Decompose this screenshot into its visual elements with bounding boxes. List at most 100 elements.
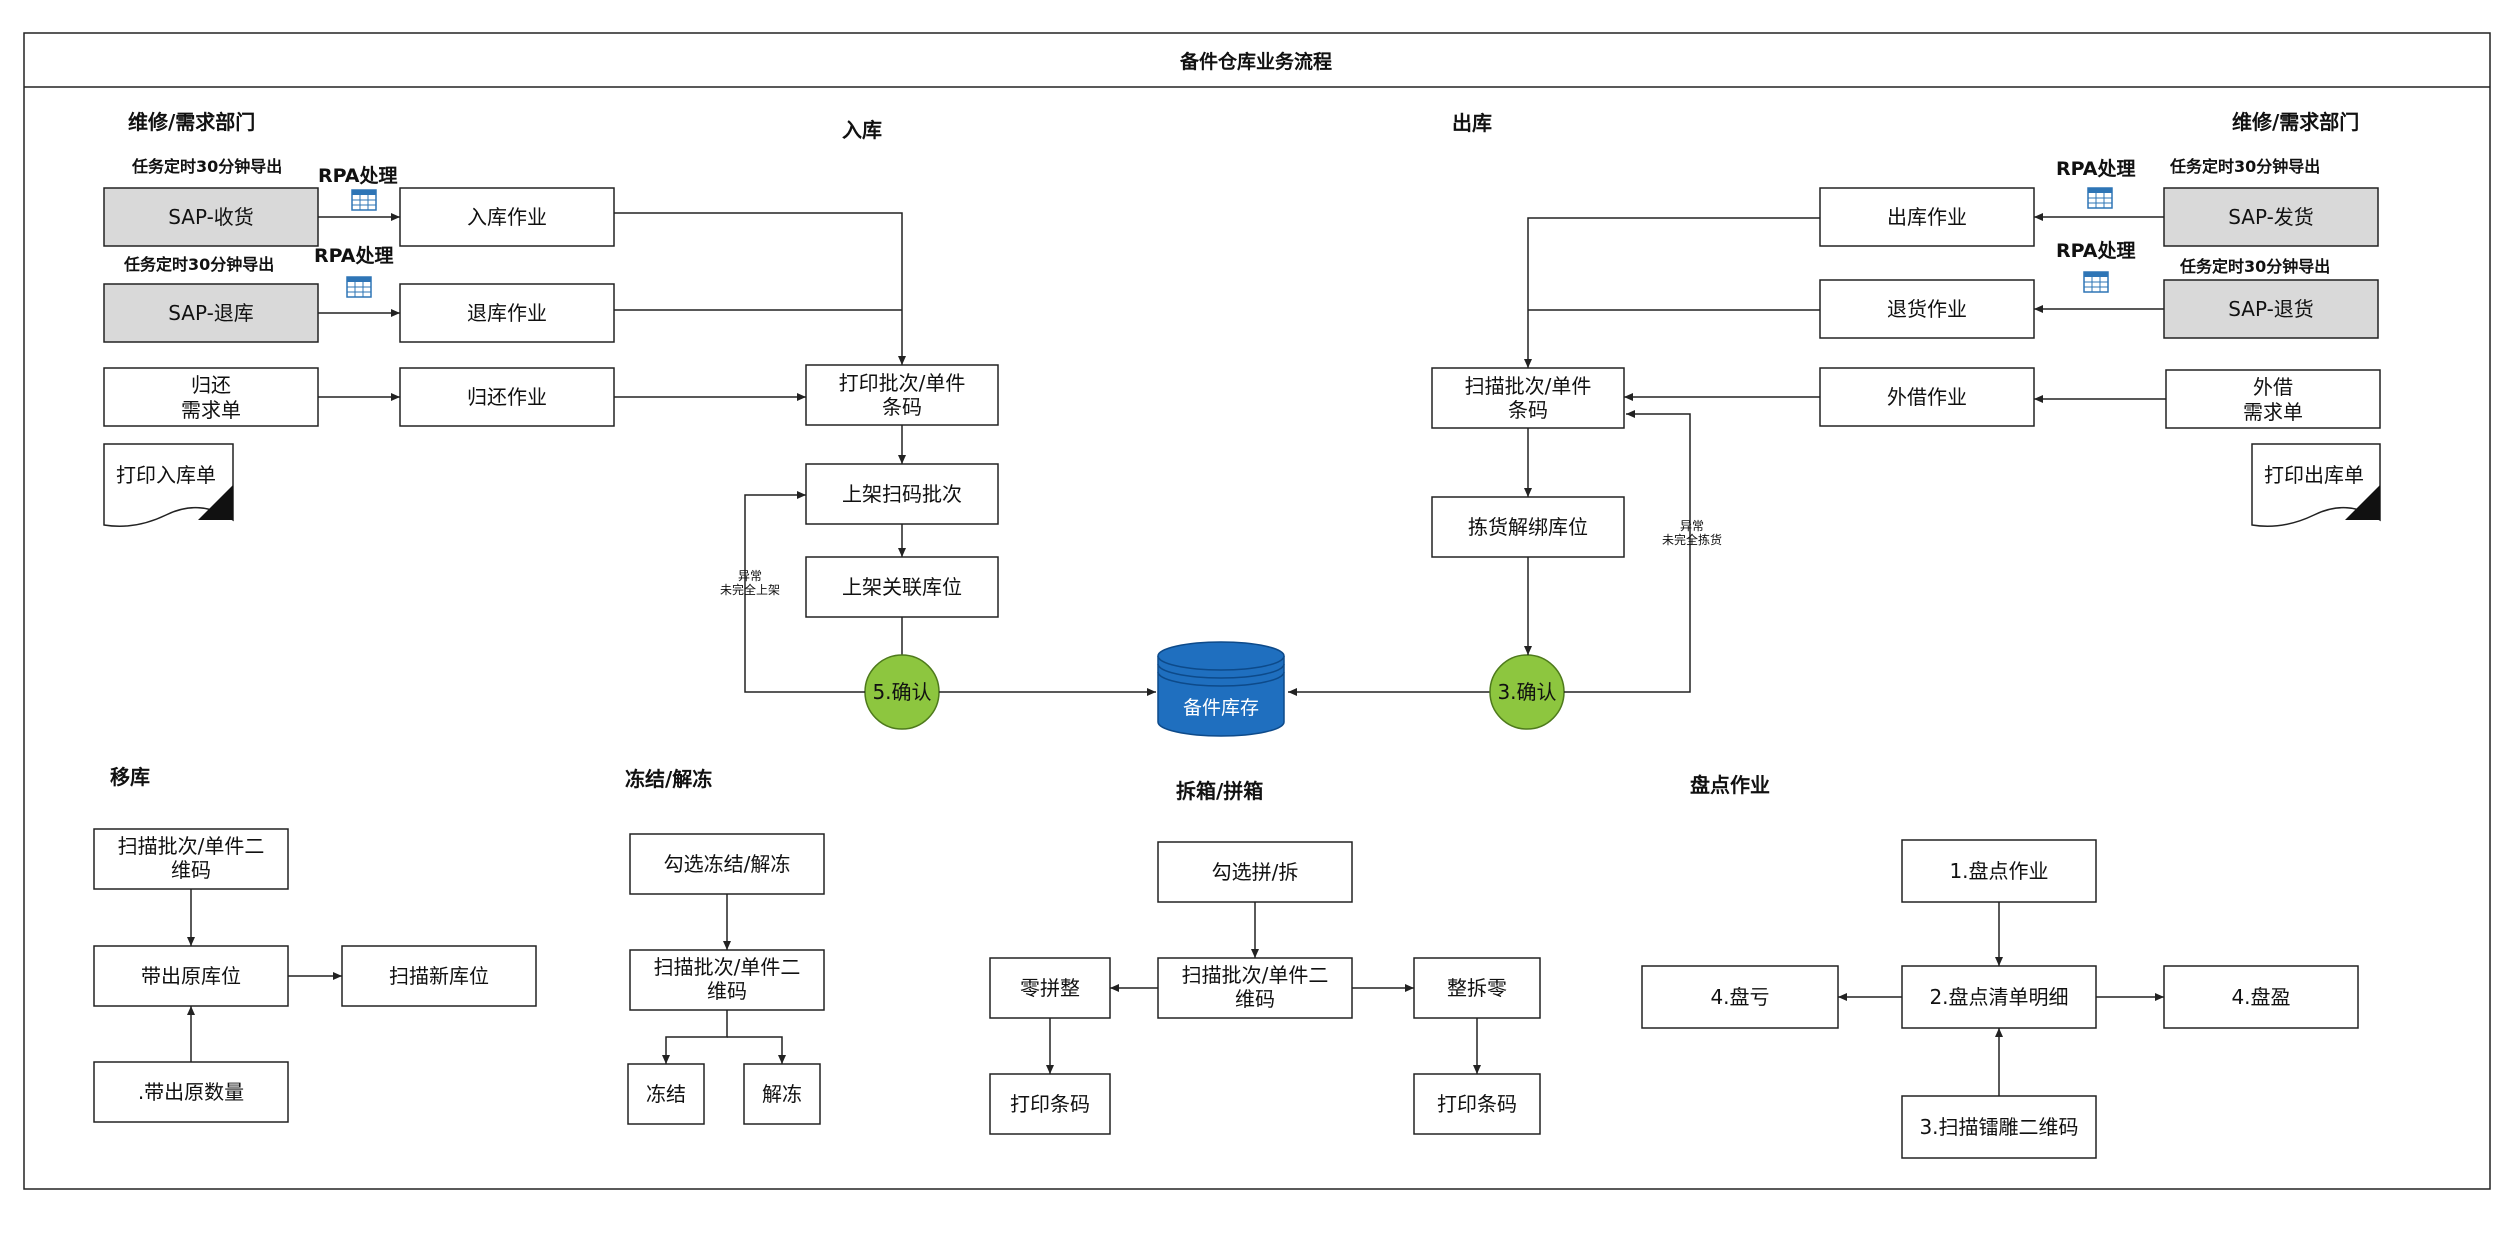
unfreeze-box (743, 1063, 821, 1125)
return-op-box (399, 367, 615, 427)
split-select-label: 勾选拼/拆 (1212, 860, 1299, 884)
move-scan-box (93, 828, 289, 890)
print-code-right-label: 打印条码 (1437, 1092, 1517, 1116)
scan-barcode-label-2: 条码 (1508, 398, 1548, 422)
table-icon (346, 276, 372, 298)
task-export-note-4: 任务定时30分钟导出 (2179, 257, 2330, 276)
rpa-label-4: RPA处理 (2056, 239, 2136, 262)
inv-scan-label: 3.扫描镭雕二维码 (1919, 1115, 2078, 1139)
freeze-scan-label-2: 维码 (707, 979, 747, 1003)
return-goods-op-box (1819, 279, 2035, 339)
section-inventory: 盘点作业 (1690, 773, 1770, 797)
freeze-label: 冻结 (646, 1082, 686, 1106)
rpa-label-1: RPA处理 (318, 164, 398, 187)
exception-left-2: 未完全上架 (720, 582, 780, 597)
confirm3-label: 3.确认 (1497, 680, 1556, 704)
print-barcode-box (805, 364, 999, 426)
split-scan-box (1157, 957, 1353, 1019)
scan-barcode-label-1: 扫描批次/单件 (1465, 374, 1592, 398)
arrow (744, 491, 865, 693)
task-export-note-2: 任务定时30分钟导出 (123, 255, 274, 274)
split-select-box (1157, 841, 1353, 903)
arrow (727, 1036, 786, 1064)
section-move: 移库 (110, 765, 150, 789)
rpa-label-3: RPA处理 (2056, 157, 2136, 180)
move-new-box (341, 945, 537, 1007)
inv-gain-label: 4.盘盈 (2231, 985, 2290, 1009)
task-export-note-3: 任务定时30分钟导出 (2169, 157, 2320, 176)
sap-ship-box (2163, 187, 2379, 247)
arrow (1524, 217, 1820, 368)
arrow (662, 1010, 728, 1064)
borrow-op-label: 外借作业 (1887, 385, 1967, 409)
scan-barcode-box (1431, 367, 1625, 429)
database-label: 备件库存 (1183, 697, 1259, 719)
print-code-left-box (989, 1073, 1111, 1135)
exception-left-1: 异常 (738, 569, 762, 583)
arrow (614, 212, 906, 365)
move-scan-label-2: 维码 (171, 858, 211, 882)
move-qty-box (93, 1061, 289, 1123)
merge-box (989, 957, 1111, 1019)
shelf-scan-box (805, 463, 999, 525)
unfreeze-label: 解冻 (762, 1082, 802, 1106)
split-scan-label-2: 维码 (1235, 987, 1275, 1011)
shelf-link-label: 上架关联库位 (842, 575, 962, 599)
borrow-request-box (2165, 369, 2381, 429)
move-new-label: 扫描新库位 (389, 964, 489, 988)
section-split: 拆箱/拼箱 (1176, 779, 1263, 803)
print-code-right-box (1413, 1073, 1541, 1135)
pick-unbind-label: 拣货解绑库位 (1468, 515, 1588, 539)
sap-return-goods-label: SAP-退货 (2228, 297, 2314, 321)
freeze-select-label: 勾选冻结/解冻 (664, 852, 791, 876)
move-qty-label: .带出原数量 (138, 1080, 244, 1104)
inv-op-label: 1.盘点作业 (1949, 859, 2048, 883)
move-scan-label-1: 扫描批次/单件二 (118, 834, 265, 858)
freeze-scan-box (629, 949, 825, 1011)
borrow-request-label-1: 外借 (2253, 375, 2293, 399)
return-op-label: 归还作业 (467, 385, 547, 409)
shelf-scan-label: 上架扫码批次 (842, 482, 962, 506)
return-request-label-1: 归还 (191, 373, 231, 397)
sap-receive-box (103, 187, 319, 247)
sap-receive-label: SAP-收货 (168, 205, 254, 229)
return-stock-op-label: 退库作业 (467, 301, 547, 325)
outbound-op-box (1819, 187, 2035, 247)
database-icon (1157, 641, 1285, 737)
merge-label: 零拼整 (1020, 976, 1080, 1000)
exception-right-2: 未完全拣货 (1662, 532, 1722, 547)
inv-scan-box (1901, 1095, 2097, 1159)
inbound-op-label: 入库作业 (467, 205, 547, 229)
section-left-dept: 维修/需求部门 (128, 110, 255, 134)
arrow (1564, 410, 1691, 693)
move-take-label: 带出原库位 (141, 964, 241, 988)
inv-loss-label: 4.盘亏 (1710, 985, 1769, 1009)
sap-return-stock-box (103, 283, 319, 343)
section-outbound: 出库 (1452, 111, 1492, 135)
borrow-request-label-2: 需求单 (2243, 400, 2303, 424)
freeze-scan-label-1: 扫描批次/单件二 (654, 955, 801, 979)
section-inbound: 入库 (842, 118, 882, 142)
outbound-op-label: 出库作业 (1887, 205, 1967, 229)
table-icon (351, 189, 377, 211)
return-request-box (103, 367, 319, 427)
section-freeze: 冻结/解冻 (625, 767, 712, 791)
inv-op-box (1901, 839, 2097, 903)
document-icon (103, 443, 234, 527)
section-right-dept: 维修/需求部门 (2232, 110, 2359, 134)
print-inbound-label: 打印入库单 (116, 463, 216, 487)
sap-return-goods-box (2163, 279, 2379, 339)
outer-frame (23, 32, 2491, 1190)
sap-ship-label: SAP-发货 (2228, 205, 2314, 229)
table-icon (2083, 271, 2109, 293)
inv-detail-label: 2.盘点清单明细 (1929, 985, 2068, 1009)
rpa-label-2: RPA处理 (314, 244, 394, 267)
document-icon (2251, 443, 2381, 527)
print-barcode-label-1: 打印批次/单件 (839, 371, 966, 395)
print-outbound-label: 打印出库单 (2264, 463, 2364, 487)
diagram-title: 备件仓库业务流程 (1179, 50, 1332, 73)
inv-loss-box (1641, 965, 1839, 1029)
print-barcode-label-2: 条码 (882, 395, 922, 419)
break-box (1413, 957, 1541, 1019)
